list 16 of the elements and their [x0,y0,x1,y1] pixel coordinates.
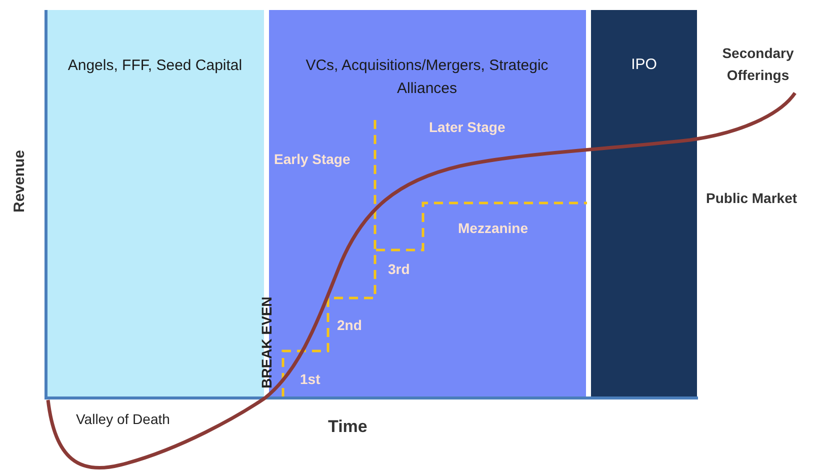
axis-title: Revenue [10,148,29,215]
funding-stage-panel [591,10,697,397]
panel-heading: VCs, Acquisitions/Mergers, Strategic Alliances [304,56,550,99]
break-even-label: BREAK EVEN [258,296,276,390]
annotation-label: Public Market [706,189,798,208]
stage-label: Mezzanine [458,219,530,238]
axis-title: Time [328,416,368,438]
stage-label: Later Stage [429,118,506,137]
round-label: 3rd [388,260,411,279]
round-label: 1st [300,370,322,389]
stage-label: Early Stage [274,150,352,169]
round-label: 2nd [337,316,363,335]
panel-heading: IPO [630,55,658,75]
annotation-label: Valley of Death [76,410,171,429]
annotation-label: Secondary Offerings [721,44,795,85]
panel-heading: Angels, FFF, Seed Capital [66,56,244,76]
